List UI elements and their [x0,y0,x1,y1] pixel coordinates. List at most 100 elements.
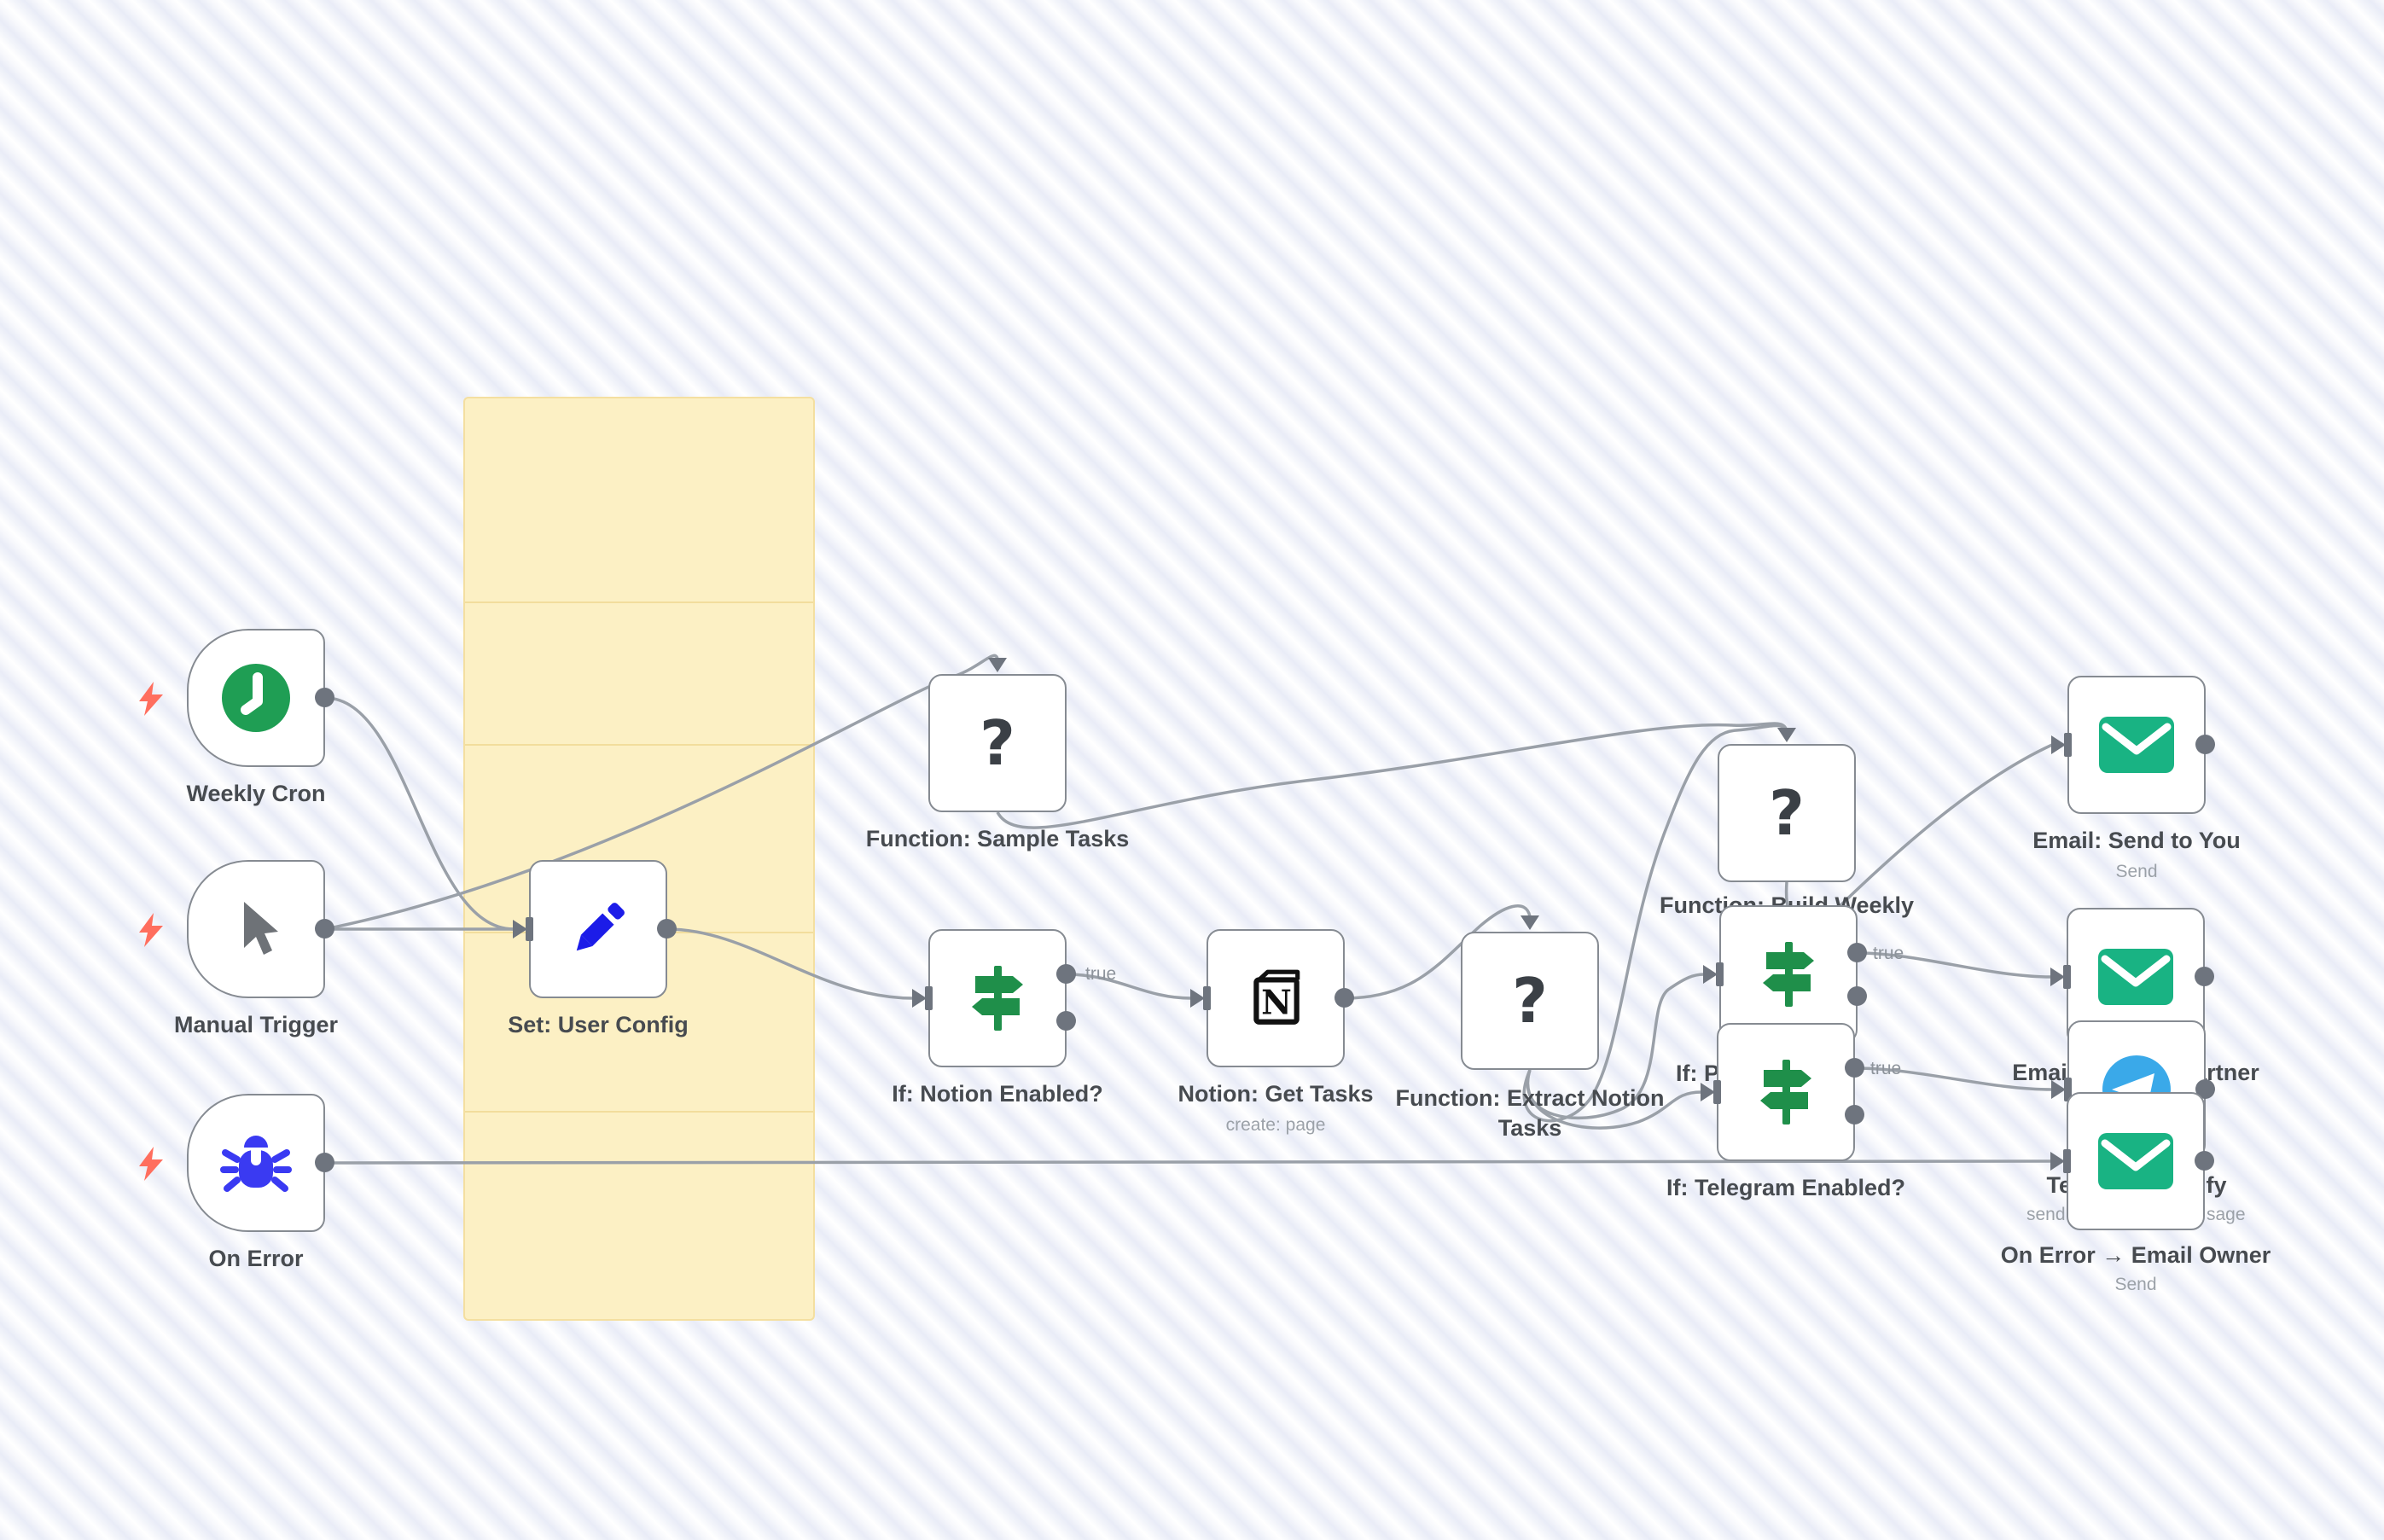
node-notion-get-tasks[interactable]: N [1207,929,1345,1067]
notion-icon: N [1253,969,1300,1025]
input-endpoint [912,989,927,1008]
input-endpoint [1701,1083,1715,1101]
node-label: Weekly Cron [186,781,326,806]
input-endpoint [526,917,533,941]
lightning-icon [139,913,163,947]
node-weekly-cron[interactable] [187,629,325,767]
lightning-icon [139,682,163,716]
input-endpoint [1716,962,1724,986]
node-on-error-email-owner[interactable] [2067,1092,2205,1230]
connection-ifnotion-true-to-notion[interactable] [1066,973,1192,1000]
node-label: On Error → Email Owner [2000,1242,2271,1268]
input-endpoint [2064,1078,2072,1101]
connection-extract-to-ifbottom[interactable] [1526,1069,1702,1130]
sticky-divider [465,601,813,603]
envelope-icon [2098,1133,2173,1189]
node-function-extract-notion-tasks[interactable]: ? [1461,932,1599,1070]
input-endpoint [1521,915,1539,930]
node-if-partially-hidden[interactable] [1719,905,1858,1043]
connection-iftop-true-to-partner[interactable] [1857,951,2052,979]
output-endpoint[interactable] [315,688,334,707]
node-label: Notion: Get Tasks [1177,1081,1374,1107]
envelope-icon [2099,717,2174,773]
output-endpoint-true[interactable] [1056,964,1076,984]
connection-ifbottom-true-to-telegram[interactable] [1854,1066,2053,1091]
output-endpoint[interactable] [2195,735,2215,754]
connection-onerror-to-emailowner[interactable] [324,1159,2052,1165]
node-label: Email: Send to You [2032,828,2241,853]
sticky-divider [465,1111,813,1113]
question-mark-icon: ? [980,707,1015,779]
lightning-icon [139,1147,163,1181]
node-function-build-weekly[interactable]: ? [1718,744,1856,882]
output-endpoint-true[interactable] [1845,1058,1864,1078]
signpost-icon [1760,1060,1811,1124]
node-set-user-config[interactable] [529,860,667,998]
node-label: On Error [208,1246,304,1271]
output-endpoint-true[interactable] [1847,943,1867,962]
edge-label-true: true [1085,964,1117,984]
input-endpoint [2050,1152,2065,1171]
input-endpoint [1190,989,1205,1008]
edge-label-true: true [1870,1059,1902,1078]
node-email-send-to-you[interactable] [2067,676,2206,814]
node-label-fragment: If: P [1676,1061,1719,1086]
node-label: Manual Trigger [173,1012,339,1037]
connection-extract-to-iftop[interactable] [1526,973,1705,1120]
input-endpoint [2064,733,2072,757]
output-endpoint[interactable] [657,919,677,939]
node-label: Set: User Config [508,1012,689,1037]
output-endpoint[interactable] [2195,1079,2215,1099]
output-endpoint[interactable] [315,919,334,939]
sticky-divider [465,744,813,746]
input-endpoint [1777,728,1796,742]
node-function-sample-tasks[interactable]: ? [928,674,1067,812]
input-endpoint [513,920,527,939]
input-endpoint [1713,1080,1721,1104]
input-endpoint [2050,968,2065,986]
output-endpoint-false[interactable] [1845,1105,1864,1124]
output-endpoint[interactable] [2195,967,2214,986]
connection-extract-to-build[interactable] [1522,724,1788,1123]
signpost-icon [972,966,1023,1031]
question-mark-icon: ? [1512,965,1548,1037]
connection-cron-to-set[interactable] [324,696,515,931]
node-sublabel: create: page [1225,1115,1326,1135]
connection-sample-to-build[interactable] [996,722,1788,829]
node-label: If: Notion Enabled? [892,1081,1103,1107]
node-manual-trigger[interactable] [187,860,325,998]
node-label: Function: Sample Tasks [865,826,1130,851]
svg-text:N: N [1261,984,1292,1023]
signpost-icon [1763,942,1814,1007]
node-if-notion-enabled[interactable] [928,929,1067,1067]
output-endpoint[interactable] [2195,1151,2214,1171]
connection-manual-to-sample[interactable] [324,654,999,931]
bug-icon [220,1136,292,1192]
node-if-telegram-enabled[interactable] [1717,1023,1855,1161]
input-endpoint [988,658,1007,672]
node-sublabel: Send [2114,1275,2157,1294]
input-endpoint [2051,1080,2066,1099]
input-endpoint [1703,965,1718,984]
node-sublabel: Send [2115,862,2158,881]
node-on-error[interactable] [187,1094,325,1232]
output-endpoint-false[interactable] [1056,1011,1076,1031]
node-label: Function: Extract Notion Tasks [1395,1085,1665,1142]
node-sublabel-fragment: sage [2207,1205,2246,1224]
output-endpoint-false[interactable] [1847,986,1867,1006]
edge-label-true: true [1873,944,1904,963]
connection-set-to-ifnotion[interactable] [666,927,914,1000]
input-endpoint [1203,986,1211,1010]
output-endpoint[interactable] [315,1153,334,1172]
input-endpoint [2063,965,2071,989]
cursor-icon [244,902,278,955]
pencil-icon [576,903,625,951]
clock-icon [222,664,290,732]
input-endpoint [2051,735,2066,754]
input-endpoint [925,986,933,1010]
node-sublabel-fragment: send [2026,1205,2066,1224]
output-endpoint[interactable] [1334,988,1354,1008]
question-mark-icon: ? [1769,777,1805,849]
